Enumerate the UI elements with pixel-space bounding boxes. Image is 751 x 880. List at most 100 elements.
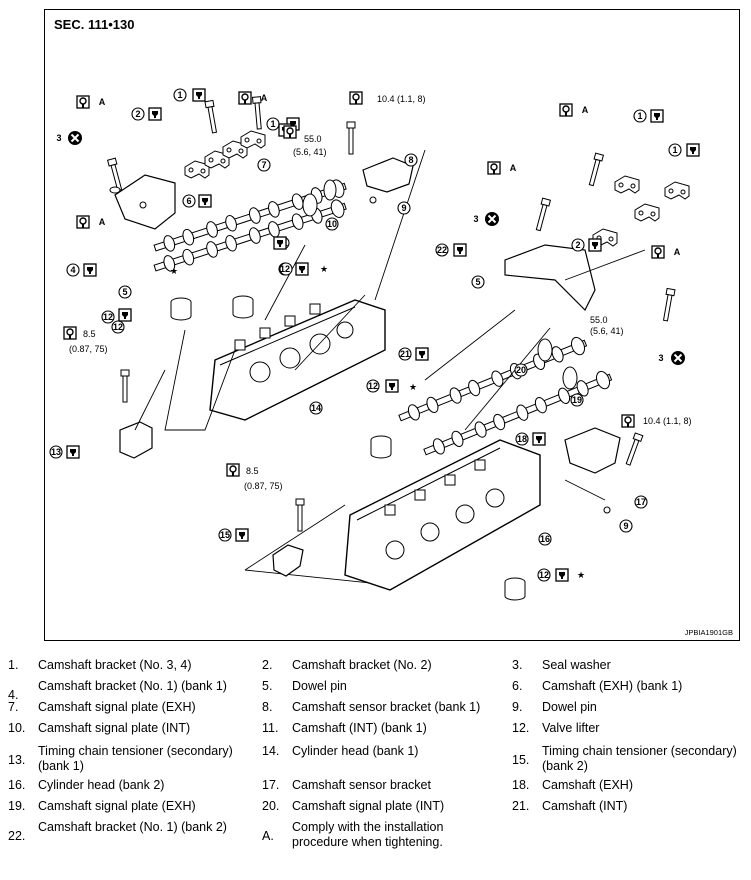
legend-text: Camshaft (EXH) (bank 1)	[542, 679, 683, 693]
bank1-sensor-bracket	[346, 121, 414, 204]
legend-number: 20.	[262, 799, 280, 813]
legend-text: Cylinder head (bank 1)	[292, 744, 419, 758]
torque-17-bank2: 10.4 (1.1, 8)	[643, 416, 692, 426]
legend-number: 22.	[8, 829, 26, 843]
legend-number: 17.	[262, 778, 280, 792]
torque-13: 8.5	[83, 329, 96, 339]
svg-text:5: 5	[475, 277, 480, 287]
svg-text:3: 3	[473, 214, 478, 224]
bank2-camshafts	[396, 334, 615, 461]
legend-text: Camshaft sensor bracket (bank 1)	[292, 700, 481, 714]
svg-text:8: 8	[408, 155, 413, 165]
bank2-tensioner	[272, 498, 305, 577]
svg-text:3: 3	[658, 353, 663, 363]
svg-text:1: 1	[270, 119, 275, 129]
torque-cam-bank2-sub: (5.6, 41)	[590, 326, 624, 336]
legend-number: 8.	[262, 700, 273, 714]
section-label: SEC. 111•130	[54, 17, 135, 32]
svg-text:A: A	[582, 105, 589, 115]
legend-number: 1.	[8, 658, 19, 672]
legend-text: Valve lifter	[542, 721, 600, 735]
torque-cam-bank2: 55.0	[590, 315, 608, 325]
svg-text:16: 16	[540, 534, 550, 544]
bank1-camshaft-brackets	[107, 96, 266, 230]
svg-text:15: 15	[220, 530, 230, 540]
legend-number: 4.	[8, 688, 19, 702]
legend-number: 10.	[8, 721, 26, 735]
legend-text: Camshaft (INT)	[542, 799, 628, 813]
bank1-tensioner	[119, 369, 153, 459]
svg-text:13: 13	[51, 447, 61, 457]
legend-text: Camshaft bracket (No. 2)	[292, 658, 432, 672]
legend-text: Camshaft signal plate (EXH)	[38, 799, 196, 813]
torque-cam-bank1: 55.0	[304, 134, 322, 144]
svg-text:A: A	[261, 93, 268, 103]
torque-15: 8.5	[246, 466, 259, 476]
svg-text:A: A	[99, 97, 106, 107]
legend-text: Timing chain tensioner (secondary) (bank…	[38, 744, 233, 773]
legend-number: 2.	[262, 658, 273, 672]
torque-13-sub: (0.87, 75)	[69, 344, 108, 354]
figure-code: JPBIA1901GB	[684, 628, 733, 637]
svg-text:A: A	[99, 217, 106, 227]
legend-text: Timing chain tensioner (secondary) (bank…	[542, 744, 737, 773]
svg-text:7: 7	[261, 160, 266, 170]
legend-text: Camshaft bracket (No. 1) (bank 2)	[38, 820, 227, 834]
torque-8-bank1: 10.4 (1.1, 8)	[377, 94, 426, 104]
legend-number: 9.	[512, 700, 523, 714]
svg-text:12: 12	[113, 322, 123, 332]
svg-text:2: 2	[135, 109, 140, 119]
torque-labels: 10.4 (1.1, 8) 10.4 (1.1, 8) 55.0 (5.6, 4…	[69, 94, 692, 491]
legend-number: 11.	[262, 721, 279, 735]
bank1-camshafts	[151, 177, 349, 278]
bank2-cylinder-head	[344, 435, 541, 601]
legend-text: Seal washer	[542, 658, 611, 672]
legend-text: Camshaft sensor bracket	[292, 778, 431, 792]
svg-text:12: 12	[280, 264, 290, 274]
legend-text: Camshaft signal plate (EXH)	[38, 700, 196, 714]
svg-text:21: 21	[400, 349, 410, 359]
svg-text:3: 3	[56, 133, 61, 143]
legend-number: 16.	[8, 778, 26, 792]
exploded-parts-diagram: SEC. 111•130	[44, 9, 740, 641]
legend-number: 19.	[8, 799, 26, 813]
legend-number: 18.	[512, 778, 530, 792]
svg-text:4: 4	[70, 265, 75, 275]
assembly-lines-right	[424, 249, 646, 501]
assembly-lines	[134, 149, 426, 586]
svg-text:1: 1	[177, 90, 182, 100]
bank2-brackets	[504, 152, 690, 322]
svg-text:19: 19	[572, 395, 582, 405]
legend-number: 21.	[512, 799, 530, 813]
legend-text: Camshaft signal plate (INT)	[38, 721, 191, 735]
svg-text:A: A	[674, 247, 681, 257]
svg-text:22: 22	[437, 245, 447, 255]
svg-text:★: ★	[577, 570, 585, 580]
legend-number: A.	[262, 829, 274, 843]
svg-text:★: ★	[170, 266, 178, 276]
torque-cam-bank1-sub: (5.6, 41)	[293, 147, 327, 157]
legend-text: Dowel pin	[542, 700, 597, 714]
svg-text:17: 17	[636, 497, 646, 507]
svg-text:20: 20	[516, 365, 526, 375]
svg-text:14: 14	[311, 403, 321, 413]
legend-text: Camshaft bracket (No. 1) (bank 1)	[38, 679, 227, 693]
legend-number: 13.	[8, 753, 26, 767]
torque-15-sub: (0.87, 75)	[244, 481, 283, 491]
legend-text: Dowel pin	[292, 679, 347, 693]
svg-text:12: 12	[368, 381, 378, 391]
legend-number: 12.	[512, 721, 530, 735]
svg-text:★: ★	[320, 264, 328, 274]
svg-text:A: A	[510, 163, 517, 173]
svg-text:5: 5	[122, 287, 127, 297]
svg-text:12: 12	[539, 570, 549, 580]
svg-text:12: 12	[103, 312, 113, 322]
legend-number: 5.	[262, 679, 273, 693]
legend-text: Comply with the installation procedure w…	[292, 820, 444, 849]
svg-text:9: 9	[623, 521, 628, 531]
legend-text: Camshaft bracket (No. 3, 4)	[38, 658, 192, 672]
svg-text:10: 10	[327, 219, 337, 229]
legend-text: Camshaft signal plate (INT)	[292, 799, 445, 813]
